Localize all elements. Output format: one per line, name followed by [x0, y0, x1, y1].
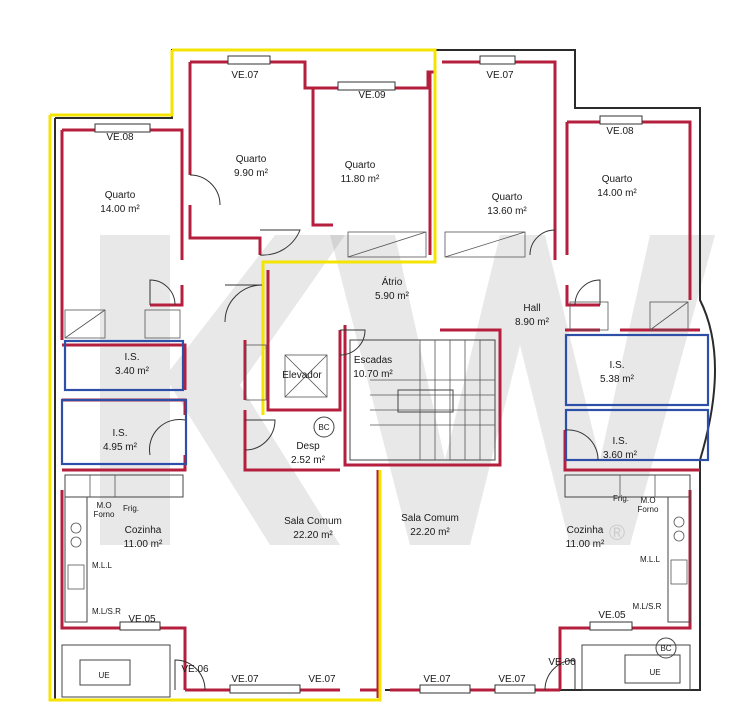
- room-name: Cozinha: [567, 525, 604, 536]
- room-name: Quarto: [345, 160, 376, 171]
- window-label: VE.07: [231, 674, 259, 685]
- room-name: Quarto: [236, 154, 267, 165]
- room-area: 10.70 m²: [353, 369, 393, 380]
- window-openings: [94, 55, 643, 694]
- highlight-outline: [48, 48, 437, 702]
- window-label: VE.07: [231, 70, 259, 81]
- kitchen-counters: [61, 416, 691, 698]
- room-name: Sala Comum: [284, 516, 342, 527]
- room-area: 13.60 m²: [487, 206, 527, 217]
- fixture-label: M.L.L: [92, 561, 113, 570]
- window-label: VE.06: [548, 657, 576, 668]
- boiler-label: BC: [318, 423, 329, 432]
- room-name: Desp: [296, 441, 320, 452]
- fixture-label: Frig.: [123, 504, 139, 513]
- boiler-label: BC: [660, 644, 671, 653]
- room-area: 11.00 m²: [124, 539, 163, 550]
- room-name: Quarto: [492, 192, 523, 203]
- room-area: 5.90 m²: [375, 291, 410, 302]
- room-area: 11.80 m²: [341, 174, 380, 185]
- watermark-logo: ®: [100, 235, 715, 545]
- room-area: 14.00 m²: [100, 204, 140, 215]
- room-area: 22.20 m²: [293, 530, 333, 541]
- window-label: VE.08: [606, 126, 634, 137]
- fixture-label: M.O: [640, 496, 655, 505]
- room-name: Átrio: [382, 275, 403, 288]
- room-area: 2.52 m²: [291, 455, 326, 466]
- fixture-label: UE: [98, 671, 109, 680]
- registered-mark: ®: [609, 520, 625, 545]
- fixture-label: Forno: [638, 505, 659, 514]
- staircase: [349, 339, 496, 461]
- doors: [149, 174, 601, 691]
- room-name: Cozinha: [125, 525, 162, 536]
- fixture-label: UE: [649, 668, 660, 677]
- room-area: 4.95 m²: [103, 442, 138, 453]
- room-area: 8.90 m²: [515, 317, 550, 328]
- room-area: 11.00 m²: [566, 539, 605, 550]
- room-name: Escadas: [354, 355, 392, 366]
- room-area: 3.60 m²: [603, 450, 638, 461]
- fixture-label: Frig.: [613, 494, 629, 503]
- bathroom-outlines: [60, 333, 710, 466]
- room-name: Quarto: [602, 174, 633, 185]
- window-label: VE.07: [498, 674, 526, 685]
- fixture-label: M.O: [96, 501, 111, 510]
- room-name: Sala Comum: [401, 513, 459, 524]
- room-area: 14.00 m²: [597, 188, 637, 199]
- window-label: VE.05: [598, 610, 626, 621]
- fixture-label: M.L.L: [640, 555, 661, 564]
- fixture-label: M.L/S.R: [633, 602, 662, 611]
- room-area: 9.90 m²: [234, 168, 269, 179]
- window-label: VE.09: [358, 90, 386, 101]
- window-label: VE.05: [128, 614, 156, 625]
- window-label: VE.07: [486, 70, 514, 81]
- room-name: I.S.: [609, 360, 624, 371]
- wardrobes: [64, 231, 689, 401]
- fixture-label: M.L/S.R: [92, 607, 121, 616]
- window-label: VE.08: [106, 132, 134, 143]
- window-label: VE.06: [181, 664, 209, 675]
- room-name: I.S.: [612, 436, 627, 447]
- window-label: VE.07: [423, 674, 451, 685]
- room-name: Elevador: [282, 370, 322, 381]
- room-name: Hall: [523, 303, 540, 314]
- room-area: 22.20 m²: [410, 527, 450, 538]
- room-name: I.S.: [112, 428, 127, 439]
- room-name: Quarto: [105, 190, 136, 201]
- window-label: VE.07: [308, 674, 336, 685]
- room-area: 5.38 m²: [600, 374, 635, 385]
- interior-walls: [60, 60, 700, 698]
- room-name: I.S.: [124, 352, 139, 363]
- room-area: 3.40 m²: [115, 366, 150, 377]
- fixture-label: Forno: [94, 510, 115, 519]
